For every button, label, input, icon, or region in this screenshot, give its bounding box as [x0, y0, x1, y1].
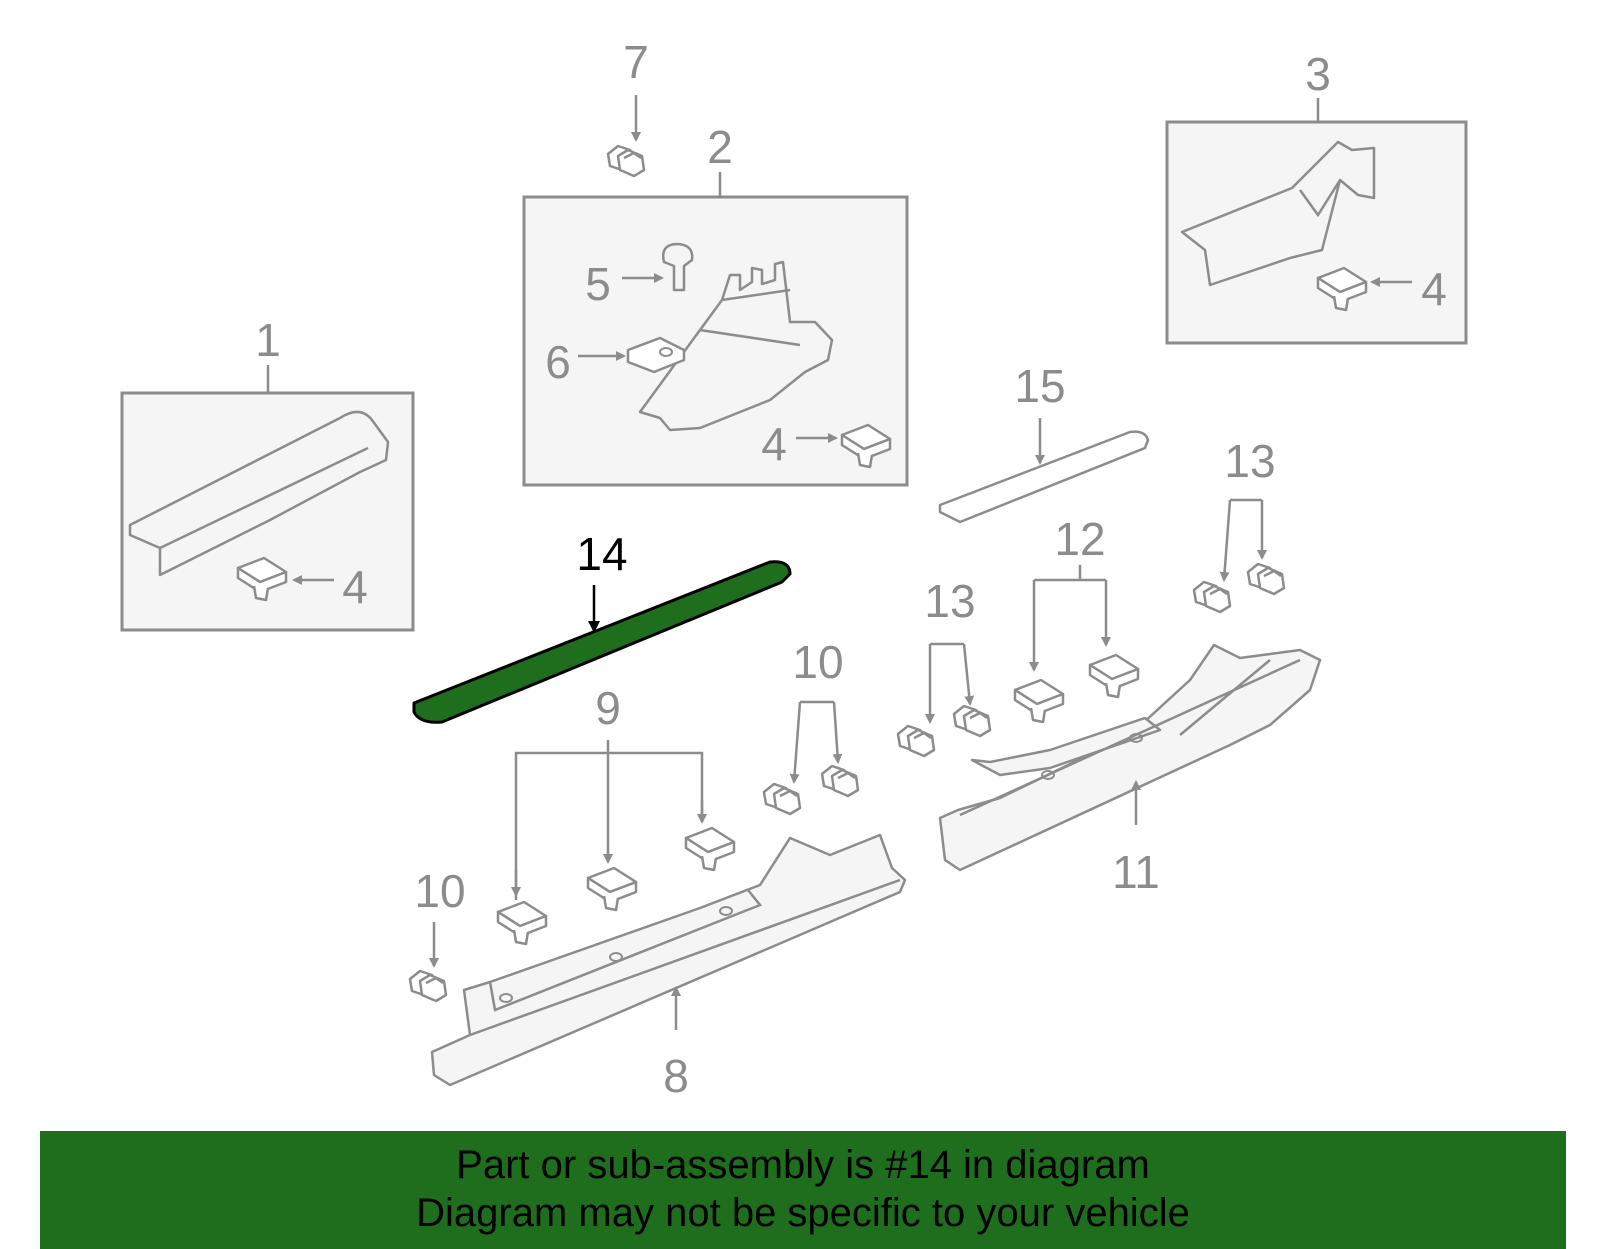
- part-12-group[interactable]: 12: [1013, 513, 1140, 724]
- part-13-right-group[interactable]: 13: [1192, 435, 1286, 614]
- bolt-icon: [762, 782, 802, 816]
- bolt-icon: [606, 144, 646, 178]
- callout-7: 7: [623, 36, 649, 88]
- part-1-group[interactable]: 1 4: [120, 314, 415, 632]
- banner-line-1: Part or sub-assembly is #14 in diagram: [456, 1143, 1150, 1187]
- part-2-trim: [638, 260, 834, 432]
- callout-4-a: 4: [342, 561, 368, 613]
- callout-13-a: 13: [924, 575, 975, 627]
- callout-10-b: 10: [414, 865, 465, 917]
- pin-icon: [662, 242, 694, 292]
- clip-icon: [1088, 653, 1140, 699]
- callout-4-b: 4: [761, 418, 787, 470]
- bolt-icon: [952, 704, 992, 738]
- part-3-trim: [1180, 140, 1376, 287]
- part-8-sill: [430, 833, 907, 1087]
- bolt-icon: [820, 764, 860, 798]
- part-2-group[interactable]: 2 5 6 4: [522, 121, 909, 487]
- clip-icon: [684, 826, 736, 872]
- part-9-group[interactable]: 9: [496, 682, 736, 946]
- bolt-icon: [1246, 562, 1286, 596]
- banner-line-2: Diagram may not be specific to your vehi…: [416, 1191, 1190, 1235]
- callout-4-c: 4: [1421, 263, 1447, 315]
- part-1-trim: [128, 410, 390, 577]
- part-7-group[interactable]: 7: [606, 36, 649, 178]
- part-11-group[interactable]: 11: [938, 643, 1322, 898]
- clip-icon: [586, 866, 638, 912]
- callout-6: 6: [545, 336, 571, 388]
- nut-clip-icon: [626, 336, 686, 374]
- part-11-step: [970, 716, 1162, 777]
- callout-1: 1: [255, 314, 281, 366]
- callout-10-a: 10: [792, 636, 843, 688]
- part-15-group[interactable]: 15: [938, 360, 1150, 524]
- bolt-icon: [408, 969, 448, 1003]
- part-15-plate: [938, 430, 1150, 524]
- callout-9: 9: [595, 682, 621, 734]
- clip-icon: [496, 900, 548, 946]
- clip-icon: [1013, 678, 1065, 724]
- part-10-lower-group[interactable]: 10: [408, 865, 466, 1003]
- callout-13-b: 13: [1224, 435, 1275, 487]
- bolt-icon: [896, 724, 936, 758]
- callout-3: 3: [1305, 48, 1331, 100]
- callout-14: 14: [576, 528, 627, 580]
- callout-2: 2: [707, 121, 733, 173]
- part-3-group[interactable]: 3 4: [1165, 48, 1468, 345]
- callout-12: 12: [1054, 513, 1105, 565]
- callout-8: 8: [663, 1050, 689, 1102]
- part-8-group[interactable]: 8: [430, 833, 907, 1102]
- bolt-icon: [1192, 580, 1232, 614]
- part-13-left-group[interactable]: 13: [896, 575, 992, 758]
- info-banner: Part or sub-assembly is #14 in diagram D…: [40, 1131, 1566, 1249]
- part-10-upper-group[interactable]: 10: [762, 636, 860, 816]
- part-14-highlighted-strip[interactable]: [412, 560, 792, 724]
- callout-15: 15: [1014, 360, 1065, 412]
- callout-5: 5: [585, 258, 611, 310]
- part-14-group[interactable]: 14: [412, 528, 792, 724]
- callout-11: 11: [1112, 846, 1160, 898]
